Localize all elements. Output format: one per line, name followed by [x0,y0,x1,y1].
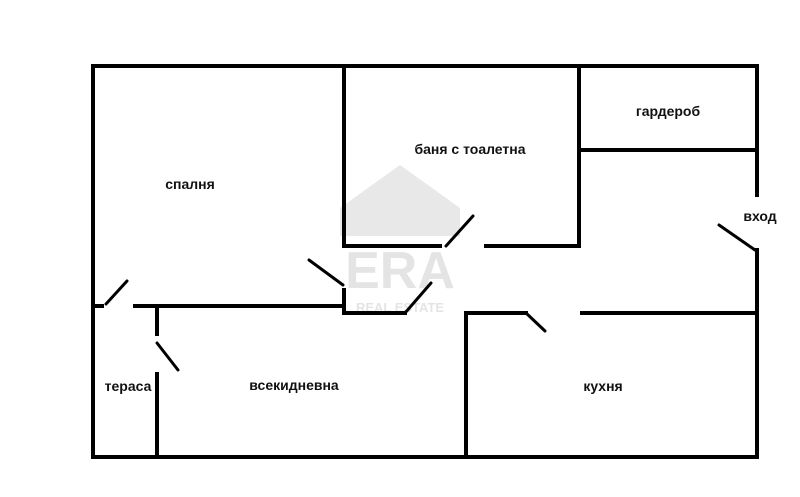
label-bathroom: баня с тоалетна [414,141,525,157]
era-watermark: ERA REAL ESTATE [340,165,460,315]
label-living-room: всекидневна [249,377,339,393]
door-kitchen [524,311,547,333]
door-terrace-living [155,341,180,372]
label-terrace: тераса [105,378,152,394]
door-bathroom [444,214,475,248]
watermark-brand: ERA [345,242,455,300]
door-terrace-exterior [104,279,129,306]
label-entrance: вход [743,208,776,224]
walls [91,64,759,459]
door-entrance [717,223,757,252]
room-labels: спалня баня с тоалетна гардероб вход тер… [105,103,777,394]
doors [104,214,757,372]
door-bedroom [307,258,345,287]
house-roof-icon [340,165,460,236]
label-wardrobe: гардероб [636,103,701,119]
label-bedroom: спалня [165,176,215,192]
label-kitchen: кухня [583,378,622,394]
door-living-room [403,281,433,315]
